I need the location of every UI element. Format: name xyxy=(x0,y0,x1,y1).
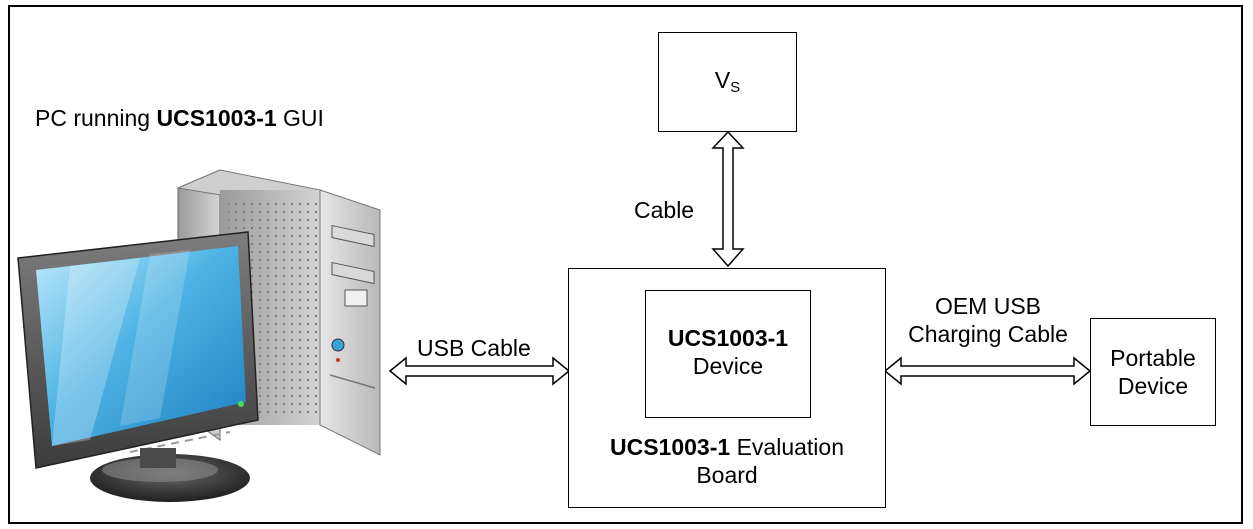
pc-label: PC running UCS1003-1 GUI xyxy=(35,104,324,132)
board-line2: Board xyxy=(696,462,758,488)
vs-sub: S xyxy=(730,79,741,96)
pc-label-prefix: PC running xyxy=(35,105,157,131)
board-label: UCS1003-1 Evaluation Board xyxy=(569,433,885,489)
portable-label: Portable Device xyxy=(1091,344,1215,400)
oem-cable-label: OEM USB Charging Cable xyxy=(893,292,1083,348)
board-name: UCS1003-1 xyxy=(610,434,731,460)
ucs-device-box: UCS1003-1 Device xyxy=(645,290,811,418)
device-name: UCS1003-1 xyxy=(667,325,789,351)
board-suffix: Evaluation xyxy=(730,434,844,460)
diagram-frame xyxy=(8,5,1243,524)
device-label: UCS1003-1 Device xyxy=(646,324,810,380)
vs-label: VS xyxy=(659,66,796,102)
usb-cable-label: USB Cable xyxy=(417,335,531,361)
vs-box: VS xyxy=(658,32,797,132)
monitor-icon xyxy=(17,231,259,502)
oem-cable-line1: OEM USB xyxy=(934,293,1042,319)
portable-device-box: Portable Device xyxy=(1090,318,1216,426)
pc-label-bold: UCS1003-1 xyxy=(156,105,277,131)
evaluation-board-box: UCS1003-1 Device UCS1003-1 Evaluation Bo… xyxy=(568,268,886,508)
oem-cable-line2: Charging Cable xyxy=(908,321,1068,347)
vs-cable-arrow xyxy=(711,130,745,268)
cable-label: Cable xyxy=(634,197,695,223)
vs-main: V xyxy=(714,67,731,93)
portable-line2: Device xyxy=(1117,373,1189,399)
oem-cable-arrow xyxy=(883,356,1092,386)
portable-line1: Portable xyxy=(1110,345,1196,371)
device-line2: Device xyxy=(692,353,764,379)
pc-label-suffix: GUI xyxy=(276,105,324,131)
